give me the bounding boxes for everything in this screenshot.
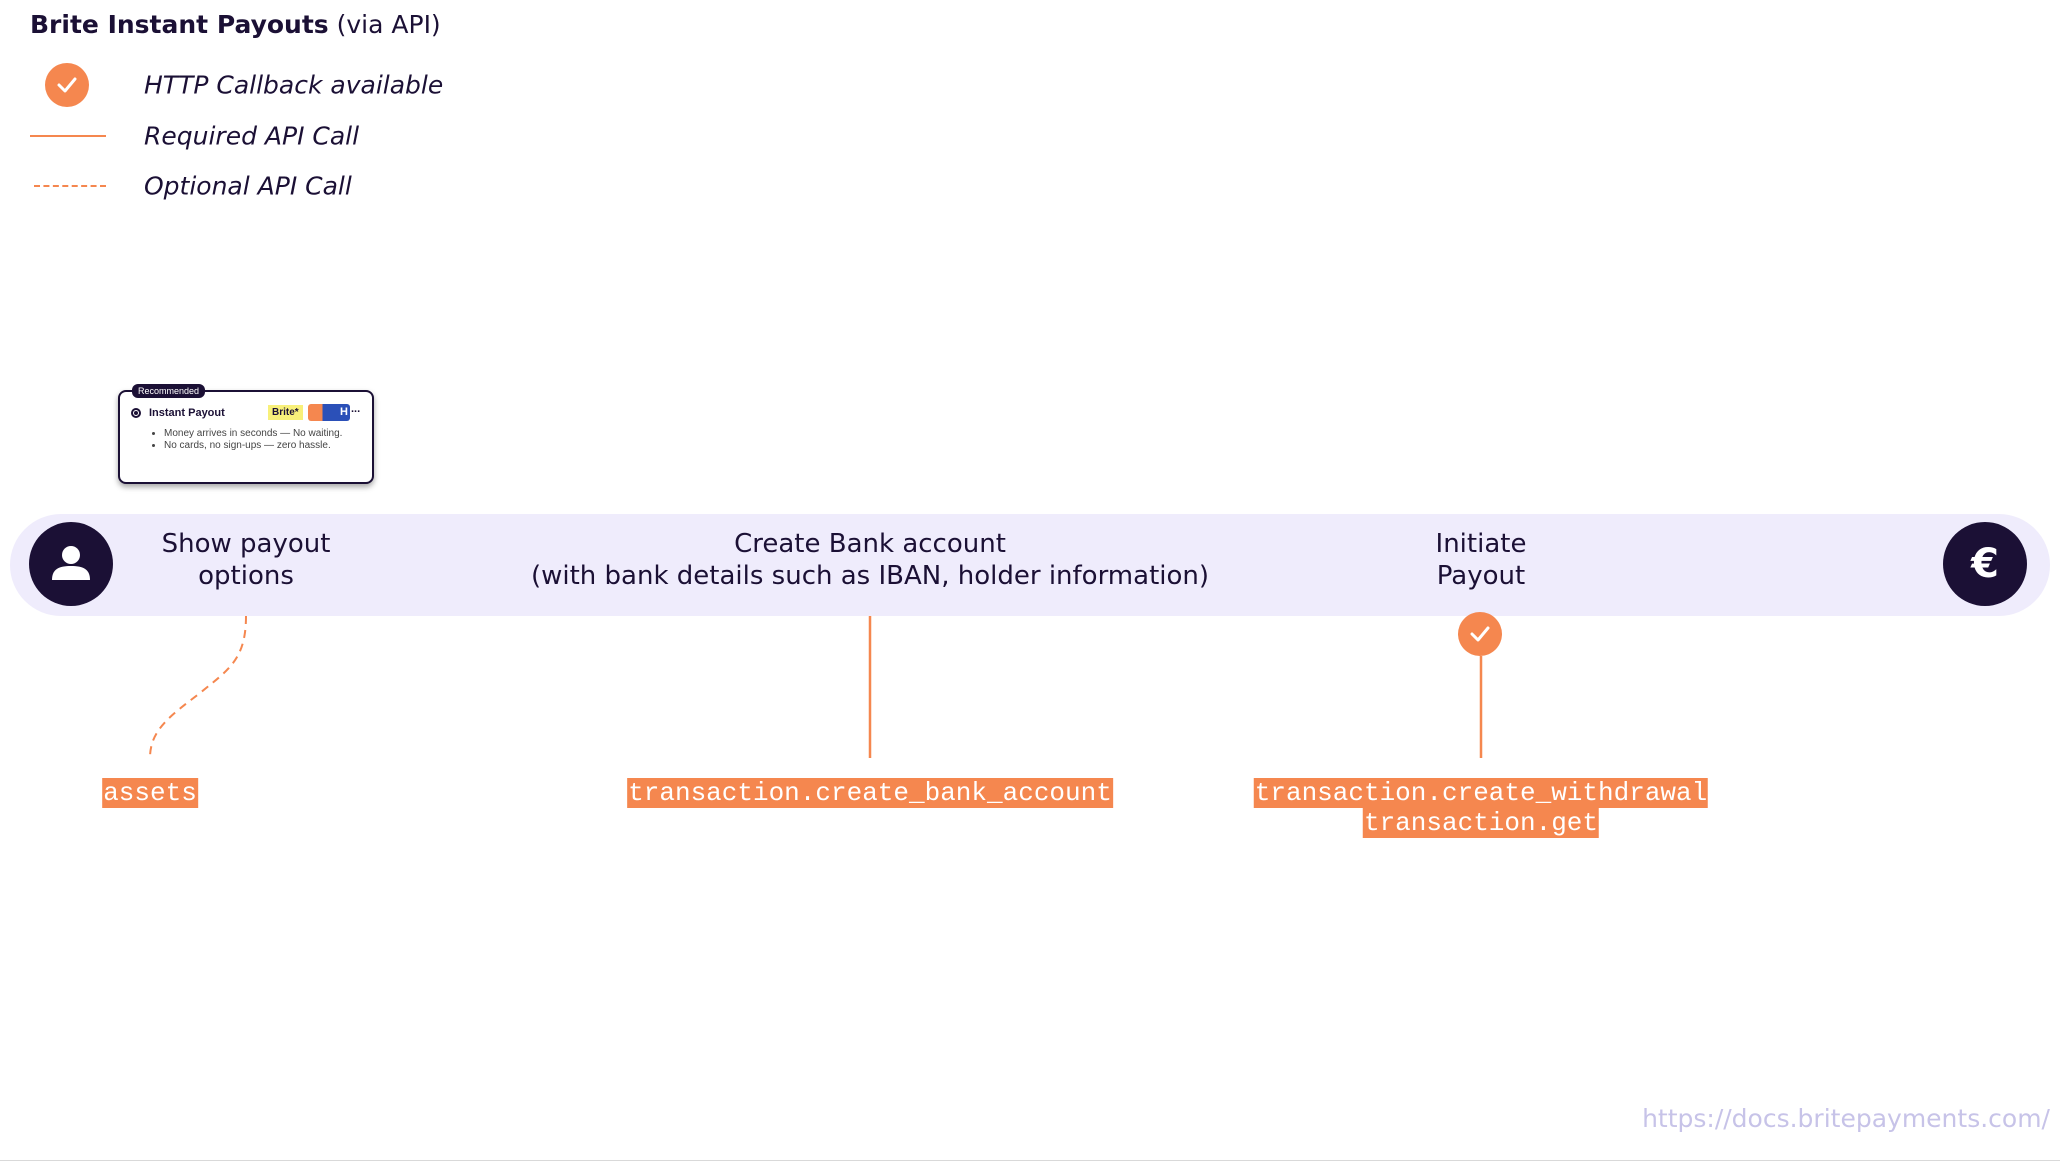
card-bullet: No cards, no sign-ups — zero hassle. [164, 440, 354, 452]
step-line: Show payout [161, 529, 331, 559]
card-bullets: Money arrives in seconds — No waiting. N… [134, 428, 354, 452]
optional-call-connector [149, 615, 247, 759]
step-initiate-payout: Initiate Payout [1436, 528, 1527, 592]
brite-logo: Brite* [268, 405, 303, 420]
more-icon: ... [351, 403, 361, 415]
api-call-chip: transaction.get [1362, 808, 1600, 838]
api-calls-initiate-payout: transaction.create_withdrawal transactio… [1253, 778, 1709, 838]
legend-label: HTTP Callback available [144, 70, 444, 100]
title-main: Brite Instant Payouts [30, 10, 329, 39]
step-line: (with bank details such as IBAN, holder … [530, 561, 1210, 591]
step-create-bank-account: Create Bank account (with bank details s… [531, 528, 1209, 592]
legend-optional: Optional API Call [30, 164, 530, 208]
legend-required: Required API Call [30, 114, 530, 158]
step-show-payout-options: Show payout options [162, 528, 331, 592]
step-line: Payout [1436, 561, 1526, 591]
title-suffix: (via API) [336, 10, 441, 39]
legend-callback: HTTP Callback available [30, 63, 530, 107]
euro-symbol: € [1971, 541, 1999, 587]
dashed-line-icon [34, 185, 106, 187]
api-call-chip: assets [102, 778, 198, 808]
radio-selected-icon [131, 408, 141, 418]
callback-check-icon [1458, 612, 1502, 656]
solid-line-icon [30, 135, 106, 137]
step-line: Initiate [1435, 529, 1527, 559]
diagram-title: Brite Instant Payouts (via API) [30, 10, 441, 39]
api-call-chip: transaction.create_withdrawal [1253, 778, 1709, 808]
user-icon [29, 522, 113, 606]
api-call-chip: transaction.create_bank_account [627, 778, 1113, 808]
legend-label: Optional API Call [144, 171, 352, 201]
payout-option-card: Recommended Instant Payout Brite* H ... … [118, 384, 374, 484]
step-line: Create Bank account [734, 529, 1006, 559]
api-calls-create-bank-account: transaction.create_bank_account [627, 778, 1113, 808]
step-line: options [198, 561, 294, 591]
bank-logos: H [308, 404, 350, 421]
api-calls-show-payout-options: assets [102, 778, 198, 808]
check-icon [45, 63, 89, 107]
flow-band [10, 514, 2050, 616]
legend-label: Required API Call [144, 121, 360, 151]
card-bullet: Money arrives in seconds — No waiting. [164, 428, 354, 440]
docs-url: https://docs.britepayments.com/ [1642, 1104, 2050, 1133]
euro-icon: € [1943, 522, 2027, 606]
recommended-badge: Recommended [132, 384, 206, 398]
payout-option-label: Instant Payout [149, 407, 225, 419]
